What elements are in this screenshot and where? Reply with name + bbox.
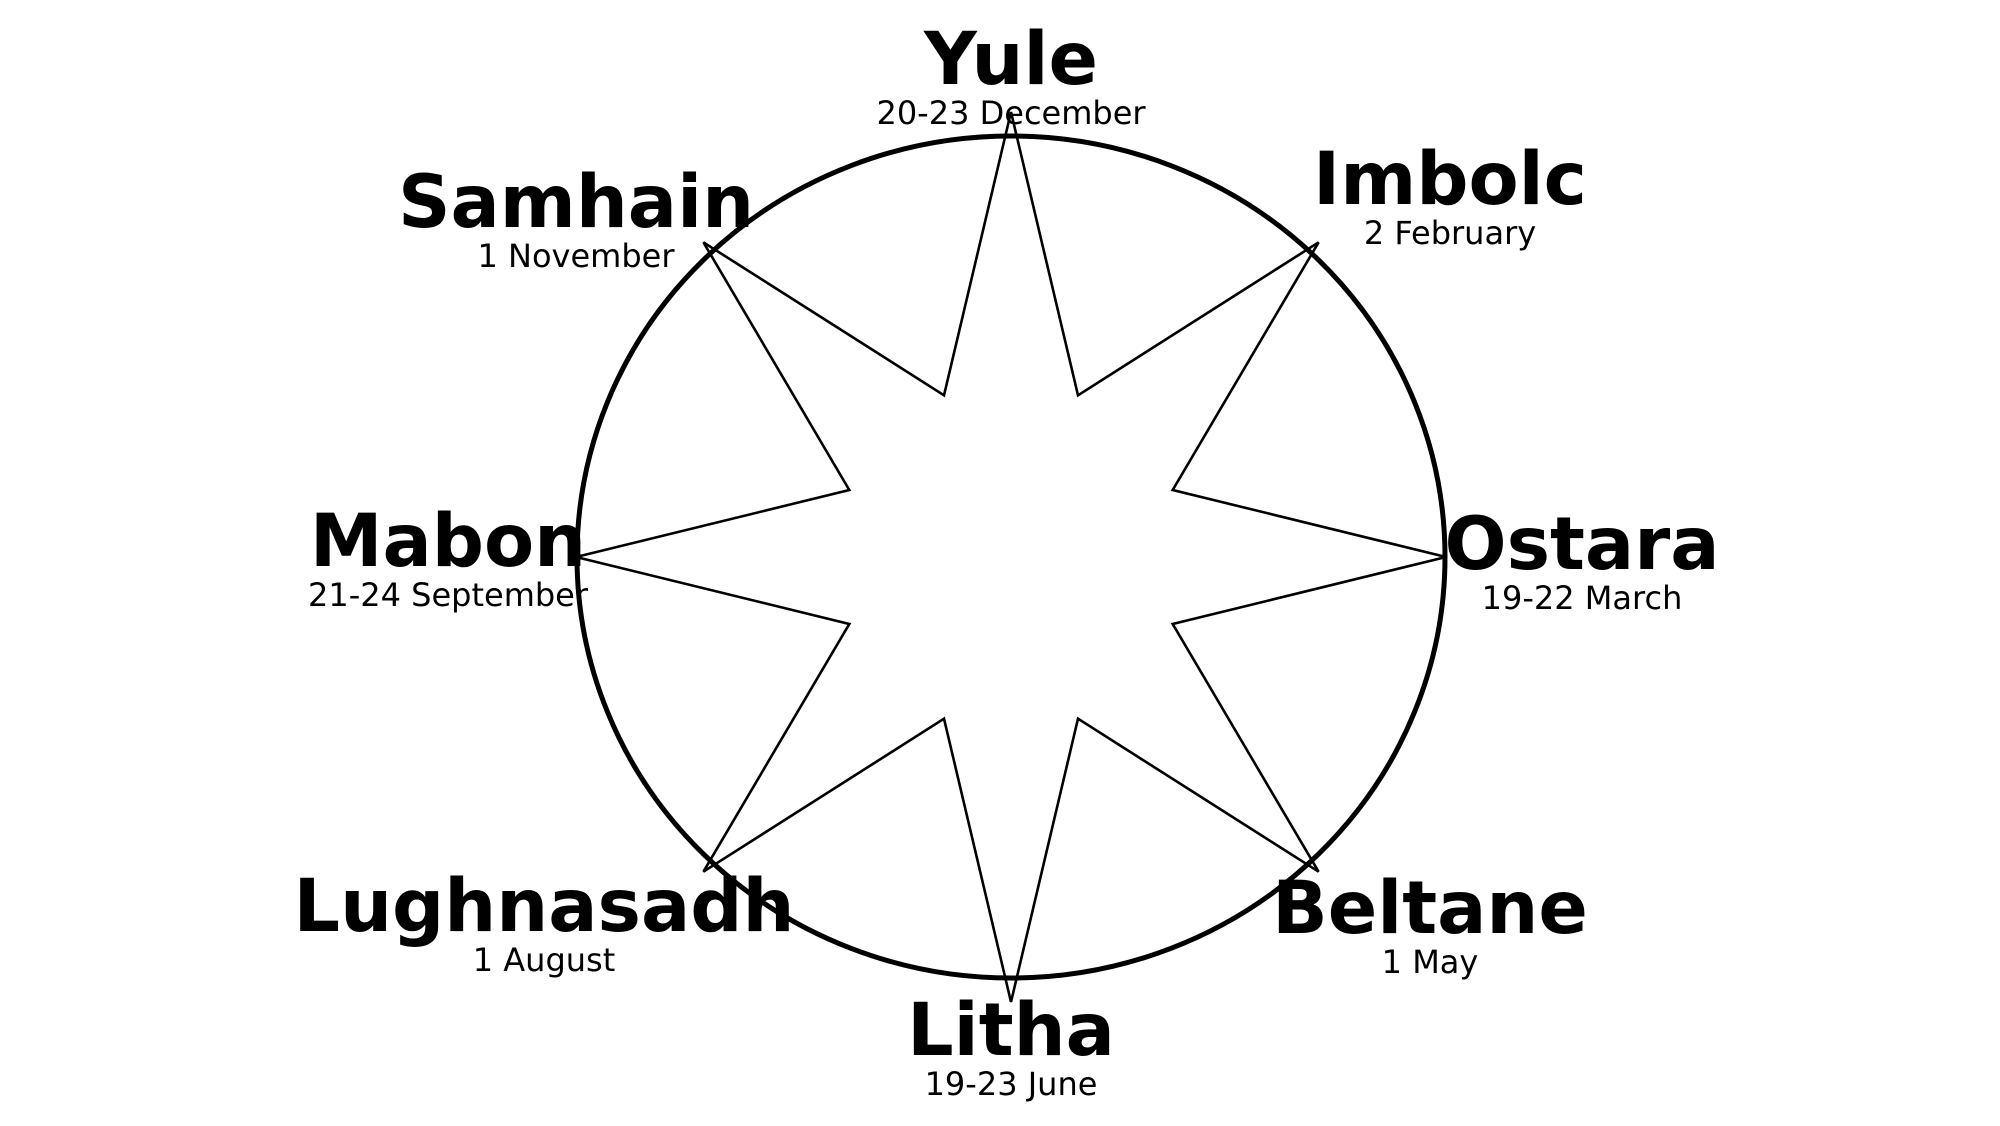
- festival-name: Yule: [923, 17, 1099, 102]
- festival-label-beltane: Beltane 1 May: [1272, 872, 1588, 978]
- festival-date: 1 November: [477, 237, 675, 275]
- festival-date: 21-24 September: [307, 576, 589, 614]
- festival-name: Ostara: [1444, 502, 1720, 587]
- festival-label-ostara: Ostara 19-22 March: [1445, 508, 1720, 614]
- festival-date: 19-23 June: [924, 1065, 1098, 1103]
- festival-label-litha: Litha 19-23 June: [907, 994, 1115, 1100]
- festival-date: 1 August: [472, 941, 616, 979]
- festival-date: 2 February: [1363, 214, 1537, 252]
- festival-label-yule: Yule 20-23 December: [876, 23, 1145, 129]
- festival-date: 20-23 December: [876, 94, 1146, 132]
- eight-point-star: [575, 111, 1447, 1003]
- festival-date: 1 May: [1381, 943, 1479, 981]
- festival-label-lughnasadh: Lughnasadh 1 August: [294, 870, 795, 976]
- festival-date: 19-22 March: [1481, 579, 1683, 617]
- festival-name: Beltane: [1272, 866, 1588, 951]
- festival-name: Imbolc: [1313, 137, 1587, 222]
- festival-label-mabon: Mabon 21-24 September: [308, 505, 588, 611]
- festival-name: Lughnasadh: [293, 864, 795, 949]
- festival-name: Litha: [907, 988, 1115, 1073]
- festival-name: Mabon: [309, 499, 587, 584]
- festival-name: Samhain: [397, 160, 755, 245]
- festival-label-imbolc: Imbolc 2 February: [1313, 143, 1587, 249]
- festival-label-samhain: Samhain 1 November: [398, 166, 754, 272]
